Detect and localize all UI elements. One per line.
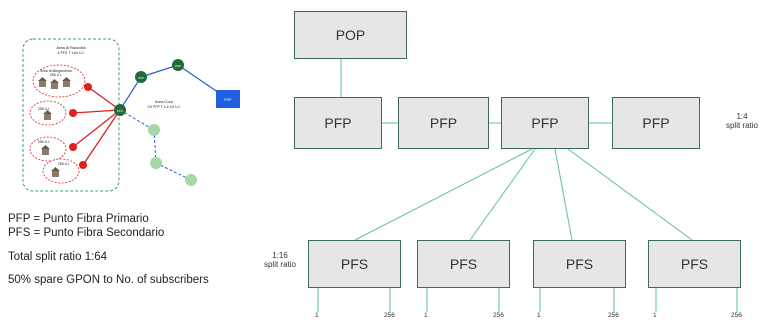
pfs-box: PFS bbox=[648, 240, 741, 288]
pfp-split-ratio: 1:4 split ratio bbox=[722, 112, 761, 130]
pfp-label: PFP bbox=[642, 115, 670, 131]
pfp-ratio-value: 1:4 bbox=[736, 112, 748, 121]
port-first: 1 bbox=[424, 312, 428, 319]
pop-label: POP bbox=[335, 27, 366, 43]
network-thumbnail: Area di Raccolta 4 PFS T 1:64 U.I. Area … bbox=[6, 35, 240, 195]
pfs-label: PFS bbox=[680, 256, 709, 272]
port-first: 1 bbox=[315, 312, 319, 319]
svg-text:PFP: PFP bbox=[138, 76, 144, 80]
pfs-box: PFS bbox=[417, 240, 510, 288]
connector-lines bbox=[317, 58, 738, 312]
pfs-ratio-caption: split ratio bbox=[263, 260, 296, 269]
pfs-label: PFS bbox=[565, 256, 594, 272]
core-area-title: Area Core bbox=[155, 99, 174, 104]
topology-diagram: POP PFP PFP PFP PFP 1:4 split ratio PFS … bbox=[250, 0, 761, 320]
pfs-label: PFS bbox=[340, 256, 369, 272]
pfs-ratio-value: 1:16 bbox=[272, 251, 288, 260]
legend-pfp-definition: PFP = Punto Fibra Primario bbox=[8, 213, 149, 225]
port-first: 1 bbox=[537, 312, 541, 319]
pfp-label: PFP bbox=[531, 115, 559, 131]
port-last: 256 bbox=[384, 312, 395, 319]
svg-text:256 U.I.: 256 U.I. bbox=[50, 73, 62, 77]
pfs-node bbox=[114, 104, 126, 116]
pfp-box: PFP bbox=[612, 97, 700, 149]
svg-text:POP: POP bbox=[224, 98, 232, 102]
area-title: Area di Raccolta bbox=[56, 45, 86, 50]
pfp-box: PFP bbox=[398, 97, 489, 149]
legend-pfs-definition: PFS = Punto Fibra Secondario bbox=[8, 226, 165, 239]
pfp-label: PFP bbox=[324, 115, 352, 131]
pfp-label: PFP bbox=[429, 115, 458, 131]
pop-node bbox=[216, 90, 240, 108]
svg-text:PFP: PFP bbox=[175, 64, 181, 68]
svg-text:256 U.I.: 256 U.I. bbox=[38, 140, 50, 144]
pfp-node bbox=[135, 71, 147, 83]
pfp-box: PFP bbox=[294, 97, 382, 149]
core-area-subtitle: XX PFP T 1:4 XX U.I. bbox=[147, 105, 180, 109]
port-last: 256 bbox=[731, 312, 742, 319]
pfs-label: PFS bbox=[449, 256, 478, 272]
pfs-box: PFS bbox=[308, 240, 401, 288]
legend-spare-gpon: 50% spare GPON to No. of subscribers bbox=[8, 274, 209, 287]
svg-text:256 U.I.: 256 U.I. bbox=[38, 107, 50, 111]
pfs-box: PFS bbox=[533, 240, 626, 288]
pfp-box: PFP bbox=[501, 97, 589, 149]
svg-text:PFS: PFS bbox=[117, 109, 123, 113]
pfs-split-ratio: 1:16 split ratio bbox=[258, 251, 302, 269]
port-last: 256 bbox=[608, 312, 619, 319]
pfp-node-2 bbox=[172, 59, 184, 71]
port-last: 256 bbox=[493, 312, 504, 319]
port-first: 1 bbox=[653, 312, 657, 319]
area-subtitle: 4 PFS T 1:64 U.I. bbox=[58, 51, 85, 55]
svg-text:256 U.I.: 256 U.I. bbox=[58, 162, 70, 166]
legend: PFP = Punto Fibra Primario PFS = Punto F… bbox=[8, 213, 248, 288]
pop-box: POP bbox=[294, 11, 407, 59]
legend-total-split-ratio: Total split ratio 1:64 bbox=[8, 250, 108, 263]
svg-text:Area di Allegamento: Area di Allegamento bbox=[40, 69, 71, 73]
pfp-ratio-caption: split ratio bbox=[725, 121, 758, 130]
